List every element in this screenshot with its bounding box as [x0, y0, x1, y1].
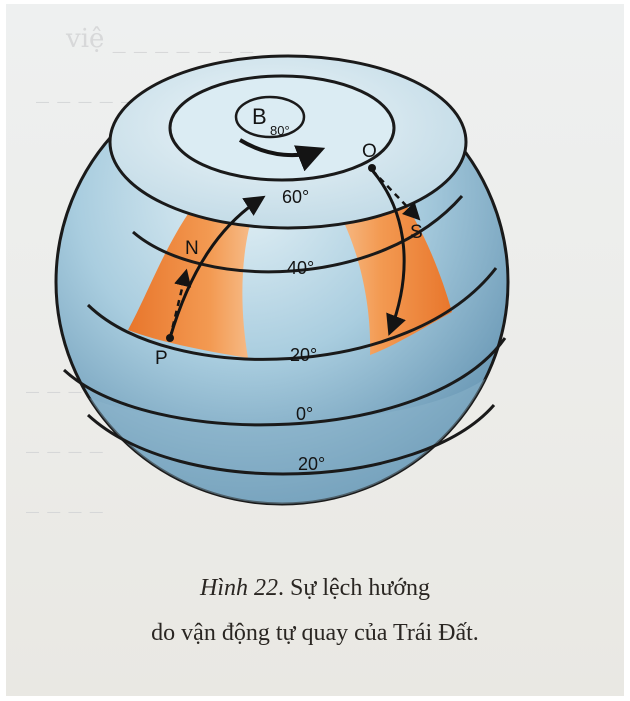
latitude-line-20n [86, 267, 498, 361]
latitude-line-20s [86, 404, 496, 476]
deflection-path-s [370, 169, 406, 336]
label-latitude-20s: 20° [298, 454, 325, 474]
latitude-line-40 [132, 195, 464, 274]
direct-path-n [168, 268, 192, 339]
label-b: B [252, 104, 267, 129]
label-p: P [155, 348, 168, 369]
label-s: S [410, 222, 423, 243]
label-n: N [185, 238, 199, 259]
label-o: O [362, 141, 377, 162]
latitude-ring-80 [168, 74, 396, 182]
caption-line-1: . Sự lệch hướng [277, 575, 431, 601]
point-p-dot [166, 334, 174, 342]
figure-caption: Hình 22. Sự lệch hướng [0, 575, 630, 602]
deflection-path-n [168, 195, 266, 339]
caption-line-2: do vận động tự quay của Trái Đất. [151, 620, 479, 646]
rotation-arrow [238, 138, 326, 172]
label-latitude-0: 0° [296, 404, 313, 424]
label-b-latitude: 80° [270, 123, 290, 138]
label-latitude-40: 40° [287, 258, 314, 278]
pole-marker-ring [234, 95, 306, 139]
label-latitude-60: 60° [282, 187, 309, 207]
orange-band-right [322, 185, 452, 355]
direct-path-s [371, 169, 421, 221]
figure-caption-line-2-wrap: do vận động tự quay của Trái Đất. [0, 620, 630, 647]
latitude-line-0 [62, 337, 507, 427]
point-o-dot [368, 164, 376, 172]
label-latitude-20n: 20° [290, 345, 317, 365]
caption-figure-label: Hình 22 [199, 575, 278, 601]
